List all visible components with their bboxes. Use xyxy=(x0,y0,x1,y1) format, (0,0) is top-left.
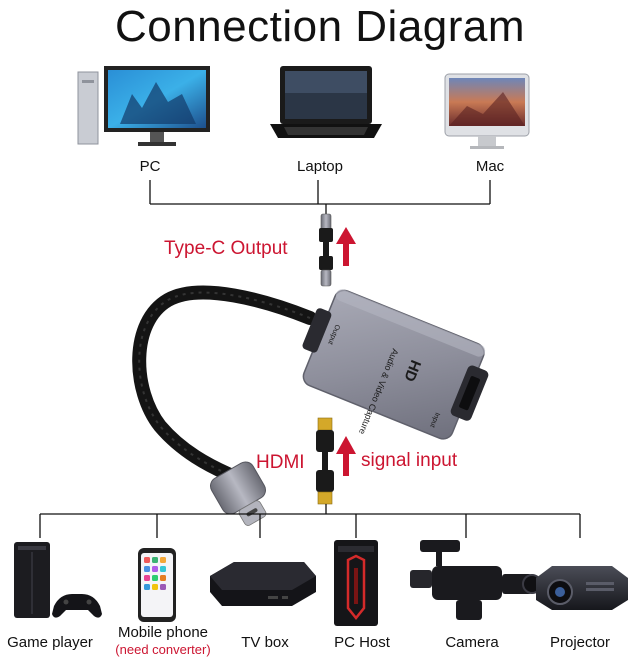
bottom-device-label-camera: Camera xyxy=(445,634,499,651)
usb-c-cable-icon xyxy=(319,213,333,287)
usb-c-plug-icon xyxy=(210,461,267,526)
capture-device xyxy=(302,289,489,440)
capture-cable xyxy=(132,285,317,481)
hdmi-cable-icon xyxy=(316,417,334,505)
type-c-output-label: Type-C Output xyxy=(164,238,288,259)
pc-tower-icon xyxy=(334,540,378,626)
bottom-device-label-mobile-phone: Mobile phone xyxy=(117,624,209,641)
game-console-icon xyxy=(14,542,102,618)
imac-icon xyxy=(444,73,530,149)
smartphone-icon xyxy=(138,548,176,622)
top-device-label-laptop: Laptop xyxy=(297,158,343,175)
tv-box-icon xyxy=(210,562,316,606)
bottom-device-label-projector: Projector xyxy=(549,634,611,651)
video-camera-icon xyxy=(410,540,542,620)
mobile-phone-note: (need converter) xyxy=(115,642,211,657)
input-arrow-icon xyxy=(336,436,356,476)
signal-input-label: signal input xyxy=(361,450,458,471)
output-arrow-icon xyxy=(336,227,356,266)
device-brand-text: HD xyxy=(400,358,424,385)
desktop-pc-icon xyxy=(77,66,210,146)
bottom-connector-lines xyxy=(39,504,581,538)
laptop-icon xyxy=(270,66,382,138)
diagram-title: Connection Diagram xyxy=(114,2,526,51)
top-device-label-mac: Mac xyxy=(475,158,505,175)
top-connector-lines xyxy=(149,180,491,214)
projector-icon xyxy=(536,566,628,610)
bottom-device-label-pc-host: PC Host xyxy=(334,634,390,651)
bottom-device-label-game-player: Game player xyxy=(7,634,93,651)
bottom-device-label-tv-box: TV box xyxy=(241,634,289,651)
top-device-label-pc: PC xyxy=(139,158,161,175)
hdmi-label: HDMI xyxy=(256,452,305,473)
